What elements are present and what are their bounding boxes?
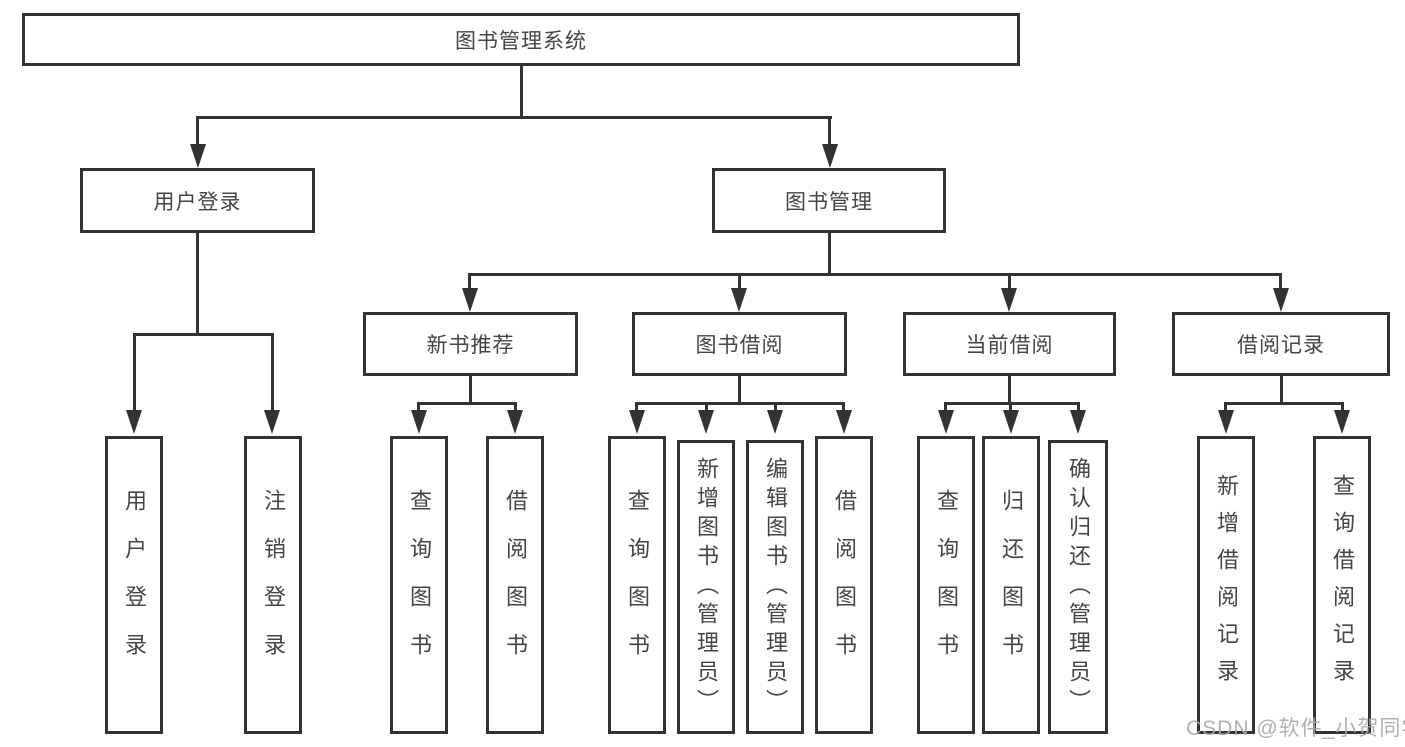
node-new-book-recommend-label: 新书推荐 (426, 334, 515, 357)
leaf-logout-label: 注销登录 (261, 489, 286, 681)
arrow-to-leaf-login (126, 410, 142, 434)
node-borrowing-records: 借阅记录 (1172, 312, 1390, 376)
leaf-bb-edit-books-admin-label: 编辑图书（管理员） (763, 456, 788, 718)
leaf-br-add-record-label: 新增借阅记录 (1214, 474, 1239, 696)
leaf-bb-query-books-label: 查询图书 (625, 489, 650, 681)
arrow-to-nb-query (411, 410, 427, 434)
leaf-nb-borrow-books-label: 借阅图书 (503, 489, 528, 681)
leaf-cb-query-books: 查询图书 (917, 436, 975, 734)
connector-book-mgmt-vline (828, 233, 831, 276)
node-book-management-label: 图书管理 (785, 190, 873, 214)
arrow-to-book-borrow (731, 288, 747, 312)
arrow-to-leaf-logout (264, 410, 280, 434)
arrow-to-cb-return (1003, 410, 1019, 434)
connector-br-query-stem (1341, 402, 1344, 412)
leaf-cb-confirm-return-admin-label: 确认归还（管理员） (1066, 456, 1091, 718)
node-book-borrowing-label: 图书借阅 (695, 334, 784, 357)
connector-current-borrow-stem (1008, 273, 1011, 289)
node-user-login: 用户登录 (80, 168, 315, 233)
arrow-to-br-query (1334, 410, 1350, 434)
connector-root-hline (196, 116, 832, 119)
connector-bb-edit-stem (774, 402, 777, 412)
connector-book-mgmt-stem (828, 116, 831, 144)
node-new-book-recommend: 新书推荐 (363, 312, 578, 376)
leaf-user-login-label: 用户登录 (122, 489, 147, 681)
leaf-nb-borrow-books: 借阅图书 (486, 436, 544, 734)
connector-book-mgmt-hline (468, 273, 1282, 276)
arrow-to-bb-query (629, 410, 645, 434)
leaf-cb-return-books: 归还图书 (982, 436, 1040, 734)
connector-borrow-record-stem (1279, 273, 1282, 289)
leaf-br-add-record: 新增借阅记录 (1197, 436, 1255, 734)
leaf-bb-edit-books-admin: 编辑图书（管理员） (746, 440, 804, 734)
connector-book-borrow-vline (738, 376, 741, 404)
node-library-management-system: 图书管理系统 (22, 13, 1020, 66)
connector-book-borrow-hline (635, 402, 845, 405)
connector-br-add-stem (1224, 402, 1227, 412)
leaf-bb-query-books: 查询图书 (608, 436, 666, 734)
leaf-logout: 注销登录 (244, 436, 302, 734)
leaf-cb-return-books-label: 归还图书 (999, 489, 1024, 681)
arrow-to-borrow-record (1273, 288, 1289, 312)
connector-borrow-record-hline (1224, 402, 1344, 405)
connector-bb-query-stem (635, 402, 638, 412)
connector-cb-return-stem (1009, 402, 1012, 412)
leaf-nb-query-books: 查询图书 (390, 436, 448, 734)
arrow-to-bb-add (698, 410, 714, 434)
connector-leaf-login-stem (133, 333, 136, 410)
leaf-nb-query-books-label: 查询图书 (407, 489, 432, 681)
leaf-br-query-record-label: 查询借阅记录 (1330, 474, 1355, 696)
arrow-to-current-borrow (1001, 288, 1017, 312)
connector-borrow-record-vline (1280, 376, 1283, 404)
connector-cb-confirm-stem (1077, 402, 1080, 412)
arrow-to-cb-query (938, 410, 954, 434)
connector-leaf-logout-stem (271, 333, 274, 410)
arrow-to-new-book (462, 288, 478, 312)
node-current-borrowing: 当前借阅 (903, 312, 1116, 376)
arrow-to-bb-borrow (836, 410, 852, 434)
leaf-br-query-record: 查询借阅记录 (1313, 436, 1371, 734)
connector-user-login-hline (133, 333, 274, 336)
leaf-user-login: 用户登录 (105, 436, 163, 734)
connector-user-login-stem (196, 116, 199, 144)
connector-book-borrow-stem (738, 273, 741, 289)
connector-new-book-vline (469, 376, 472, 404)
connector-bb-add-stem (705, 402, 708, 412)
connector-nb-borrow-stem (514, 402, 517, 412)
arrow-to-nb-borrow (507, 410, 523, 434)
connector-current-borrow-hline (944, 402, 1080, 405)
csdn-watermark: CSDN @软件_小贺同学 (1186, 717, 1405, 740)
arrow-to-book-mgmt (822, 144, 838, 168)
connector-new-book-stem (468, 273, 471, 289)
leaf-cb-query-books-label: 查询图书 (934, 489, 959, 681)
arrow-to-cb-confirm (1070, 410, 1086, 434)
connector-user-login-vline (196, 233, 199, 335)
leaf-cb-confirm-return-admin: 确认归还（管理员） (1048, 440, 1108, 734)
arrow-to-user-login (190, 144, 206, 168)
arrow-to-bb-edit (767, 410, 783, 434)
connector-new-book-hline (417, 402, 517, 405)
leaf-bb-borrow-books: 借阅图书 (815, 436, 873, 734)
connector-bb-borrow-stem (842, 402, 845, 412)
node-current-borrowing-label: 当前借阅 (965, 334, 1054, 357)
connector-nb-query-stem (417, 402, 420, 412)
leaf-bb-add-books-admin-label: 新增图书（管理员） (694, 456, 719, 718)
connector-cb-query-stem (944, 402, 947, 412)
node-user-login-label: 用户登录 (153, 190, 242, 214)
leaf-bb-add-books-admin: 新增图书（管理员） (677, 440, 735, 734)
connector-current-borrow-vline (1008, 376, 1011, 404)
node-book-management: 图书管理 (712, 168, 946, 233)
connector-root-vline (520, 66, 523, 118)
node-book-borrowing: 图书借阅 (632, 312, 847, 376)
node-library-management-system-label: 图书管理系统 (455, 29, 587, 53)
node-borrowing-records-label: 借阅记录 (1237, 334, 1325, 357)
leaf-bb-borrow-books-label: 借阅图书 (832, 489, 857, 681)
arrow-to-br-add (1218, 410, 1234, 434)
